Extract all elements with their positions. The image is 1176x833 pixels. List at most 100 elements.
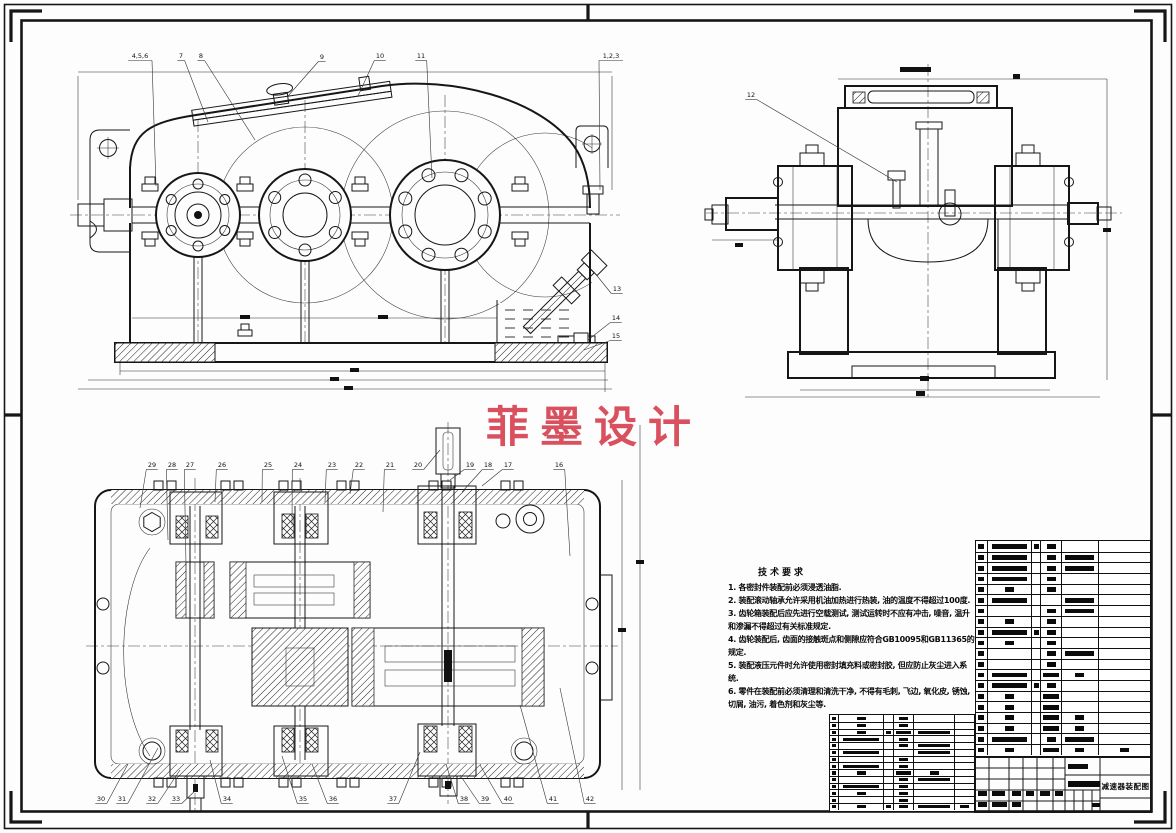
- callout-1-2-3: 1,2,3: [598, 52, 623, 191]
- bom-cell: [1032, 680, 1042, 691]
- bom-cell: [976, 745, 988, 755]
- bom-cell: [894, 803, 914, 810]
- bom-entry-bar: [978, 694, 985, 699]
- bom-entry-bar: [929, 771, 939, 775]
- svg-text:1,2,3: 1,2,3: [603, 52, 620, 60]
- bom-entry-bar: [831, 716, 837, 720]
- bom-cell: [839, 783, 885, 790]
- bom-cell: [914, 722, 956, 729]
- bom-cell: [988, 563, 1033, 574]
- sheet-frame: [3, 3, 1173, 830]
- bom-cell: [884, 803, 895, 810]
- callout-25: 25: [261, 461, 274, 503]
- bom-cell: [1032, 691, 1042, 702]
- bom-cell: [976, 734, 988, 745]
- bearing-cover-3: [389, 159, 501, 271]
- bom-cell: [1062, 616, 1099, 627]
- bom-cell: [830, 756, 839, 763]
- front-view: [70, 71, 620, 392]
- bom-cell: [1062, 680, 1099, 691]
- svg-text:4,5,6: 4,5,6: [132, 52, 149, 60]
- bom-entry-bar: [1046, 543, 1056, 549]
- bom-cell: [830, 722, 839, 729]
- bom-cell: [1062, 702, 1099, 712]
- bom-cell: [1099, 660, 1150, 670]
- bom-cell: [988, 606, 1033, 616]
- bom-entry-bar: [1075, 726, 1085, 731]
- bom-entry-bar: [1042, 694, 1060, 699]
- bom-entry-bar: [831, 757, 837, 761]
- bom-entry-bar: [978, 662, 985, 667]
- bom-cell: [914, 715, 956, 722]
- bom-cell: [884, 729, 895, 736]
- callout-17: 17: [481, 461, 514, 487]
- bom-row: [976, 637, 1150, 648]
- bom-cell: [1062, 606, 1099, 616]
- bom-cell: [1041, 584, 1063, 595]
- bom-cell: [1032, 670, 1042, 680]
- bom-entry-bar: [895, 771, 912, 775]
- bom-cell: [1041, 702, 1063, 712]
- bom-cell: [1062, 595, 1099, 606]
- callout-8: 8: [197, 52, 256, 141]
- svg-text:25: 25: [264, 461, 272, 469]
- bom-entry-bar: [978, 587, 985, 592]
- bom-cell: [1041, 638, 1063, 648]
- bom-cell: [839, 797, 885, 803]
- tech-requirements-title: 技术要求: [758, 568, 807, 578]
- bom-cell: [1032, 616, 1042, 627]
- svg-text:19: 19: [466, 461, 474, 469]
- svg-text:30: 30: [97, 795, 105, 803]
- bom-entry-bar: [856, 724, 866, 728]
- svg-text:27: 27: [186, 461, 194, 469]
- bom-entry-bar: [917, 805, 951, 809]
- bom-entry-bar: [1065, 565, 1095, 571]
- bom-entry-bar: [1042, 747, 1060, 753]
- bom-row: [830, 728, 974, 736]
- callout-35: 35: [281, 755, 309, 804]
- bom-cell: [976, 584, 988, 595]
- bom-entry-bar: [917, 730, 951, 734]
- svg-text:16: 16: [555, 461, 563, 469]
- bom-row: [976, 647, 1150, 659]
- svg-text:18: 18: [484, 461, 492, 469]
- bom-entry-bar: [843, 751, 879, 755]
- bom-cell: [884, 776, 895, 783]
- svg-text:23: 23: [328, 461, 336, 469]
- bom-cell: [1041, 574, 1063, 584]
- bom-cell: [1099, 563, 1150, 573]
- bom-entry-bar: [1065, 555, 1095, 560]
- bom-row: [830, 802, 974, 810]
- side-view: [704, 64, 1122, 400]
- callout-18: 18: [461, 461, 494, 493]
- bom-cell: [914, 770, 956, 776]
- bom-cell: [894, 756, 914, 763]
- callout-28: 28: [166, 461, 178, 541]
- bom-cell: [1062, 627, 1099, 638]
- bom-row: [976, 605, 1150, 616]
- watermark-text: 菲墨设计: [486, 403, 702, 453]
- bom-entry-bar: [898, 737, 908, 741]
- bom-cell: [1032, 541, 1042, 552]
- bom-cell: [914, 736, 956, 743]
- bom-entry-bar: [831, 744, 837, 748]
- bom-row: [830, 789, 974, 797]
- bom-entry-bar: [831, 805, 837, 809]
- callout-16: 16: [553, 461, 571, 557]
- bom-cell: [914, 743, 956, 749]
- bom-cell: [976, 616, 988, 627]
- bom-entry-bar: [898, 785, 908, 789]
- bom-cell: [839, 749, 885, 756]
- bom-cell: [884, 763, 895, 770]
- svg-text:32: 32: [148, 795, 156, 803]
- callout-22: 22: [349, 461, 365, 495]
- bom-cell: [955, 715, 974, 722]
- callout-11: 11: [415, 52, 433, 179]
- bom-cell: [839, 729, 885, 736]
- bom-cell: [839, 776, 885, 783]
- bom-entry-bar: [856, 771, 866, 775]
- callout-19: 19: [449, 461, 476, 481]
- bearing-cover-2: [258, 168, 352, 262]
- bom-cell: [1062, 584, 1099, 595]
- tech-requirement-line: 6. 零件在装配前必须清理和清洗干净, 不得有毛刺, 飞边, 氧化皮, 锈蚀, …: [728, 687, 971, 709]
